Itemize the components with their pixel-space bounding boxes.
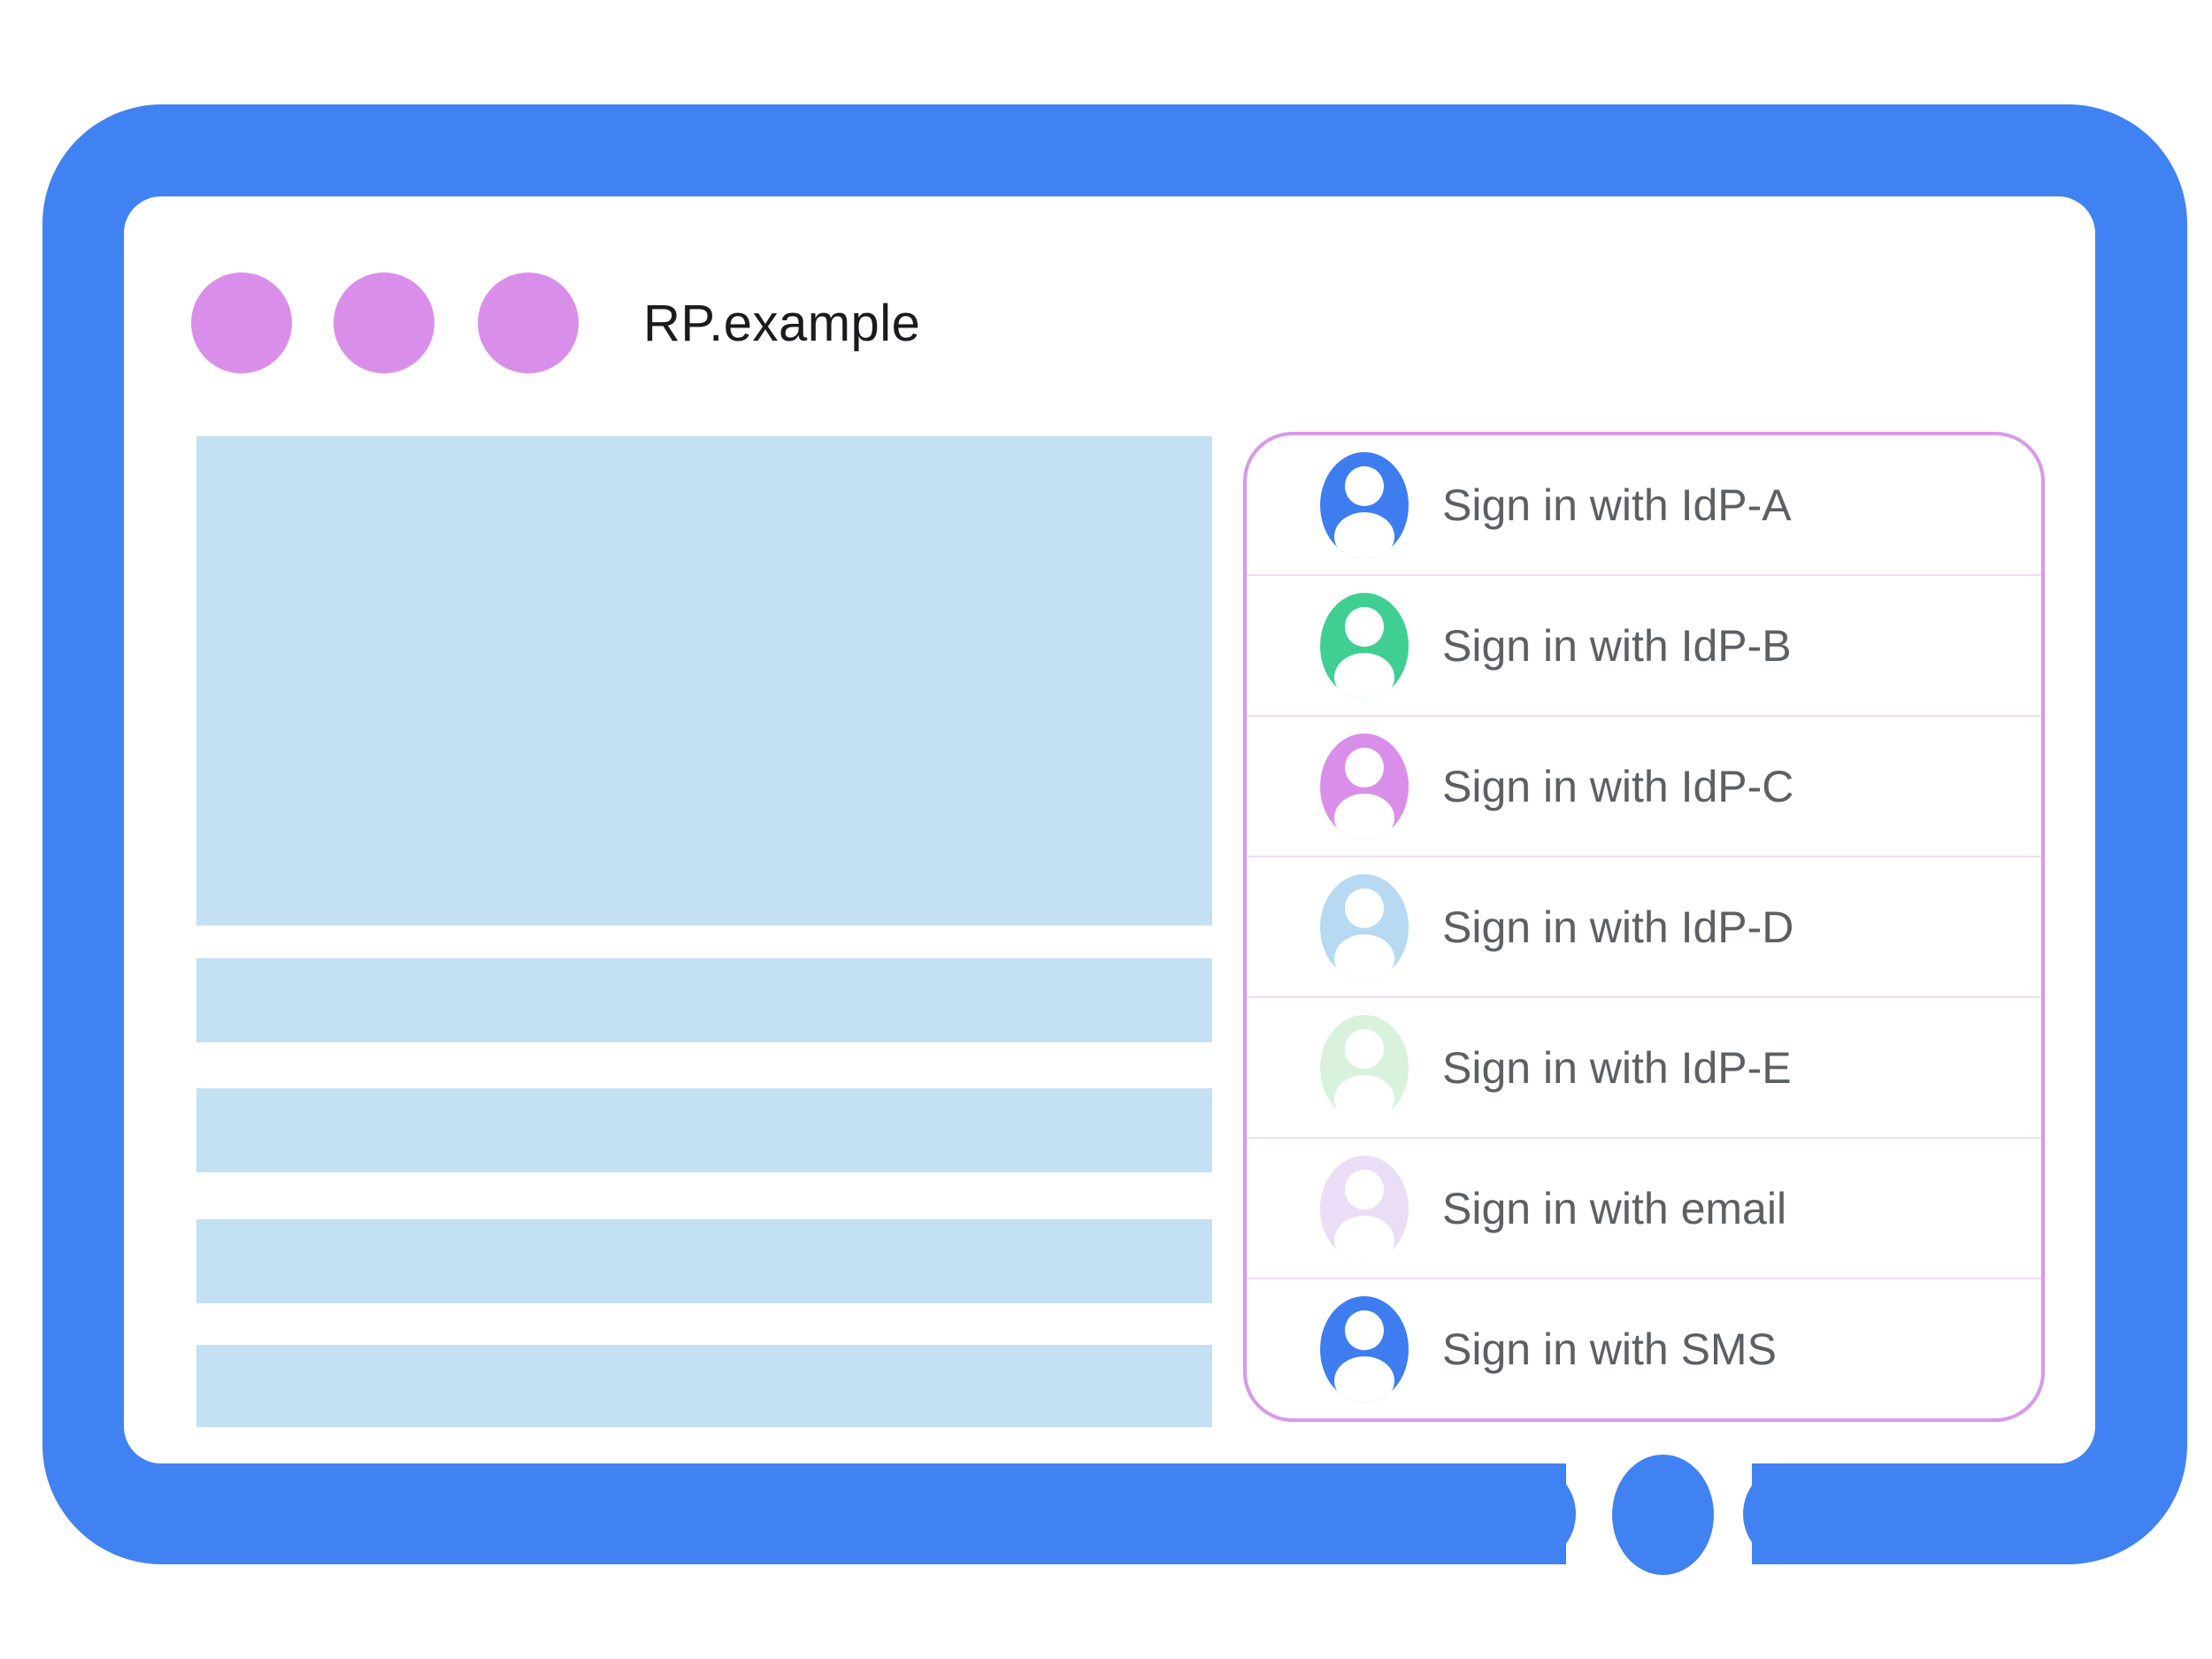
person-avatar-icon bbox=[1320, 1155, 1409, 1262]
person-avatar-icon bbox=[1320, 1295, 1409, 1402]
signin-option-label: Sign in with IdP-B bbox=[1442, 620, 1792, 671]
person-avatar-icon bbox=[1320, 1014, 1409, 1121]
person-avatar-icon bbox=[1320, 873, 1409, 980]
person-avatar-icon bbox=[1320, 451, 1409, 558]
signin-option-idp-e[interactable]: Sign in with IdP-E bbox=[1247, 996, 2041, 1137]
frame-bottom-bar-left-cap bbox=[1451, 1463, 1576, 1564]
page-title: RP.example bbox=[643, 294, 921, 352]
signin-option-label: Sign in with IdP-E bbox=[1442, 1042, 1792, 1093]
content-placeholder-bar bbox=[196, 1088, 1212, 1172]
person-avatar-icon bbox=[1320, 733, 1409, 840]
signin-chooser-panel: Sign in with IdP-A Sign in with IdP-B Si… bbox=[1243, 432, 2045, 1422]
signin-option-label: Sign in with IdP-A bbox=[1442, 480, 1792, 530]
signin-option-label: Sign in with email bbox=[1442, 1183, 1787, 1233]
person-avatar-icon bbox=[1320, 592, 1409, 699]
signin-option-label: Sign in with IdP-C bbox=[1442, 761, 1794, 811]
signin-option-idp-a[interactable]: Sign in with IdP-A bbox=[1247, 435, 2041, 574]
window-control-dot[interactable] bbox=[478, 273, 579, 373]
signin-option-sms[interactable]: Sign in with SMS bbox=[1247, 1278, 2041, 1418]
frame-bottom-bar-right-cap bbox=[1743, 1463, 1867, 1564]
signin-option-idp-d[interactable]: Sign in with IdP-D bbox=[1247, 856, 2041, 996]
signin-option-label: Sign in with IdP-D bbox=[1442, 902, 1794, 952]
content-placeholder-bar bbox=[196, 1345, 1212, 1427]
window-control-dot[interactable] bbox=[191, 273, 292, 373]
window-control-dot[interactable] bbox=[334, 273, 434, 373]
signin-option-email[interactable]: Sign in with email bbox=[1247, 1137, 2041, 1278]
content-placeholder-hero bbox=[196, 436, 1212, 926]
content-placeholder-bar bbox=[196, 958, 1212, 1042]
signin-option-idp-b[interactable]: Sign in with IdP-B bbox=[1247, 574, 2041, 715]
frame-bottom-dot bbox=[1612, 1455, 1714, 1575]
content-placeholder-bar bbox=[196, 1219, 1212, 1303]
signin-option-idp-c[interactable]: Sign in with IdP-C bbox=[1247, 715, 2041, 856]
signin-option-label: Sign in with SMS bbox=[1442, 1324, 1777, 1374]
